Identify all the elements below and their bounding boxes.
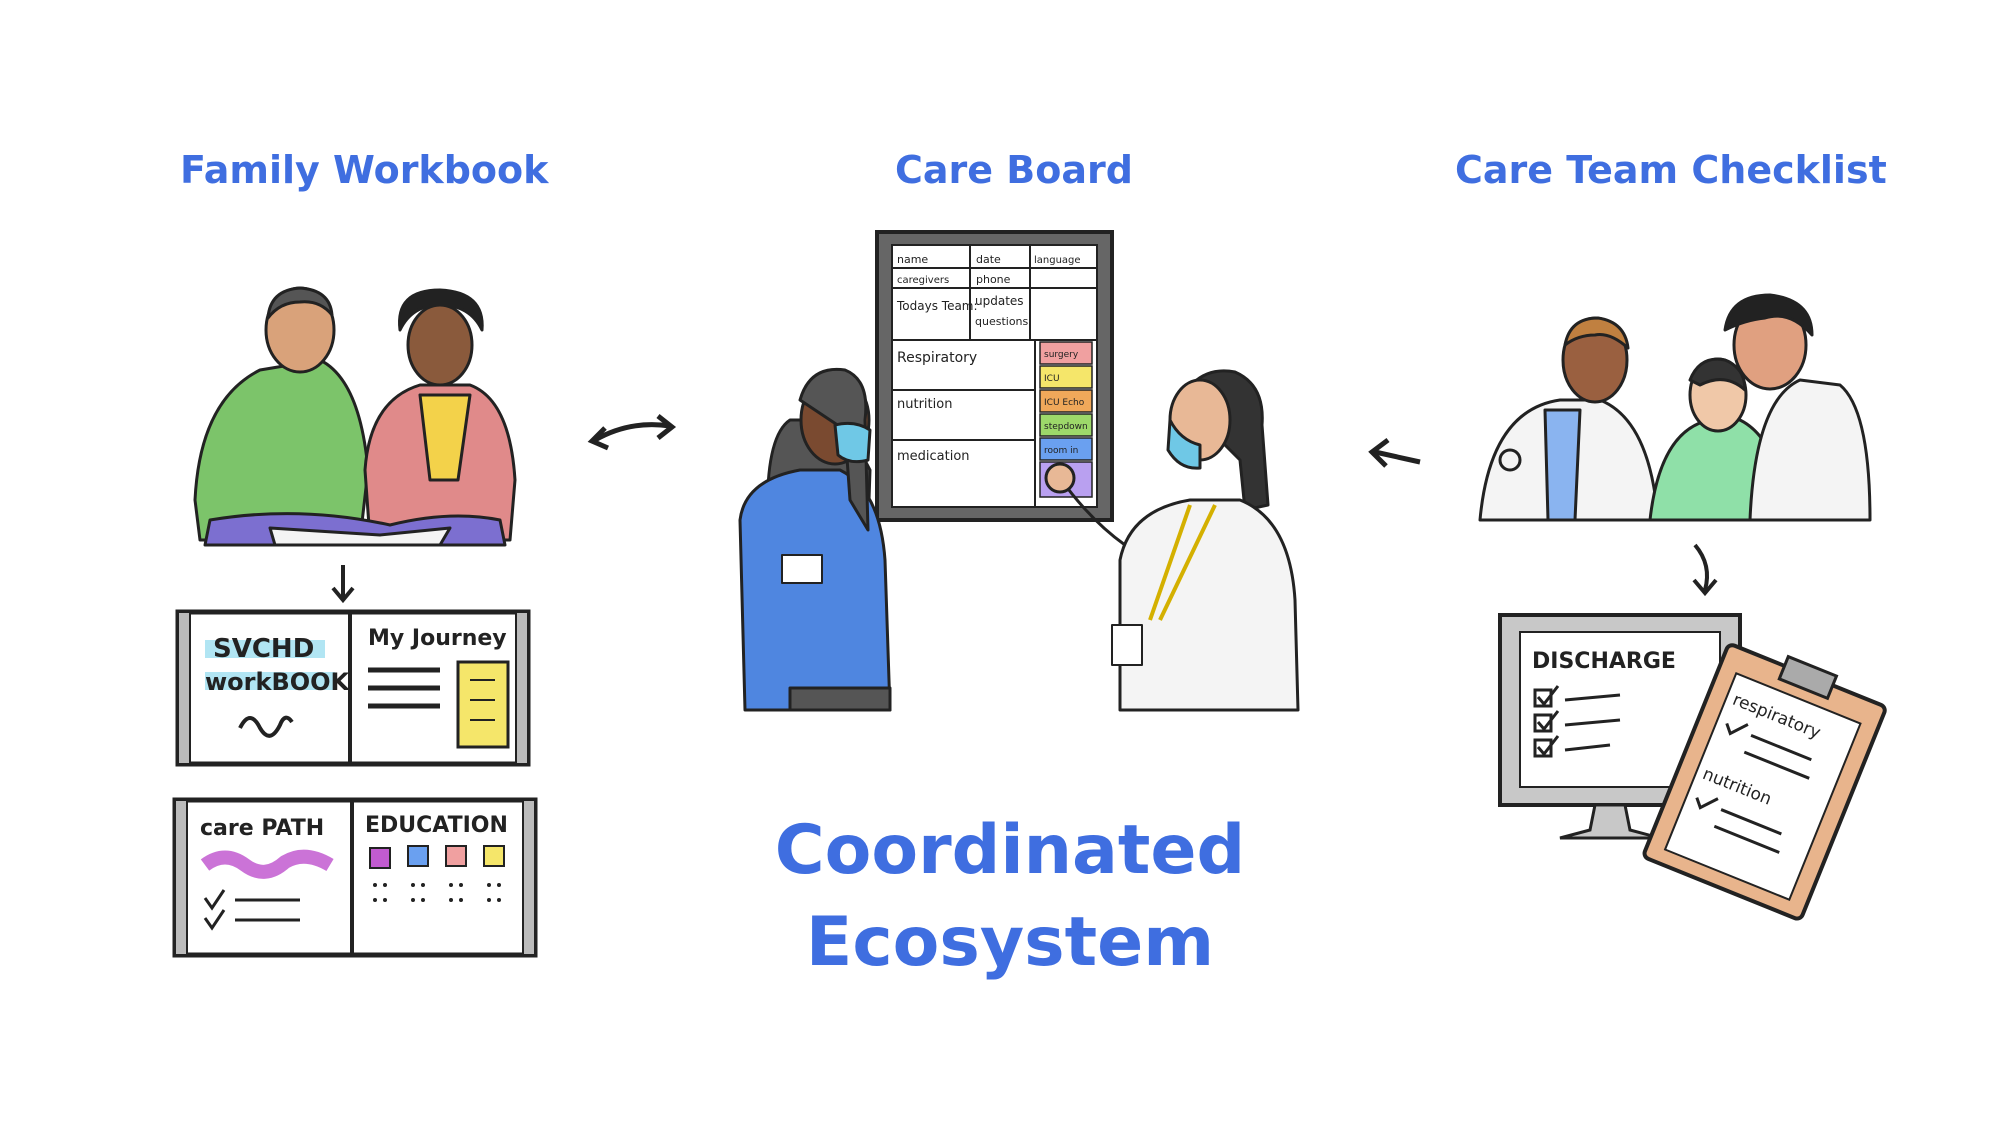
board-tag-0: surgery — [1044, 350, 1079, 360]
board-date-label: date — [976, 253, 1001, 266]
workbook-spread-2: care PATH EDUCATION — [172, 797, 538, 958]
family-illustration — [193, 286, 517, 547]
my-journey-label: My Journey — [368, 626, 507, 651]
care-team-checklist-heading: Care Team Checklist — [1455, 148, 1887, 192]
board-language-label: language — [1034, 255, 1081, 266]
board-name-label: name — [897, 253, 928, 266]
education-label: EDUCATION — [365, 813, 508, 838]
title-line-2: Ecosystem — [805, 903, 1215, 982]
board-tag-1: ICU — [1044, 374, 1060, 384]
workbook-title-svchd: SVCHD — [213, 634, 314, 664]
workbook-title-workbook: workBOOK — [205, 668, 351, 696]
arrow-left-icon — [1368, 438, 1421, 468]
arrow-down-icon — [331, 565, 355, 604]
board-nutrition-label: nutrition — [897, 397, 952, 412]
coordinated-ecosystem-title: Coordinated Ecosystem — [760, 805, 1260, 989]
care-board-heading: Care Board — [895, 148, 1133, 192]
board-tag-3: stepdown — [1044, 422, 1088, 432]
discharge-checklist-illustration: DISCHARGE respiratory nutrition — [1498, 613, 1887, 921]
board-medication-label: medication — [897, 449, 970, 464]
board-updates-label: updates — [975, 294, 1024, 308]
care-team-illustration — [1478, 293, 1872, 522]
doctor-illustration — [1044, 369, 1300, 712]
arrow-curve-down-icon — [1692, 543, 1718, 597]
board-tag-2: ICU Echo — [1044, 398, 1085, 408]
board-caregivers-label: caregivers — [897, 275, 949, 286]
care-path-label: care PATH — [200, 816, 324, 841]
board-respiratory-label: Respiratory — [897, 350, 977, 366]
board-phone-label: phone — [976, 273, 1011, 286]
board-questions-label: questions — [975, 315, 1029, 328]
board-tag-4: room in — [1044, 446, 1078, 456]
care-board-illustration: name date language caregivers phone Toda… — [875, 230, 1114, 522]
discharge-label: DISCHARGE — [1532, 649, 1676, 674]
title-line-1: Coordinated — [774, 811, 1246, 890]
board-todays-team-label: Todays Team: — [896, 299, 978, 313]
double-arrow-icon — [587, 414, 677, 451]
family-workbook-heading: Family Workbook — [180, 148, 549, 192]
workbook-spread-1: SVCHD workBOOK My Journey — [175, 609, 531, 767]
nurse-illustration — [738, 367, 892, 712]
